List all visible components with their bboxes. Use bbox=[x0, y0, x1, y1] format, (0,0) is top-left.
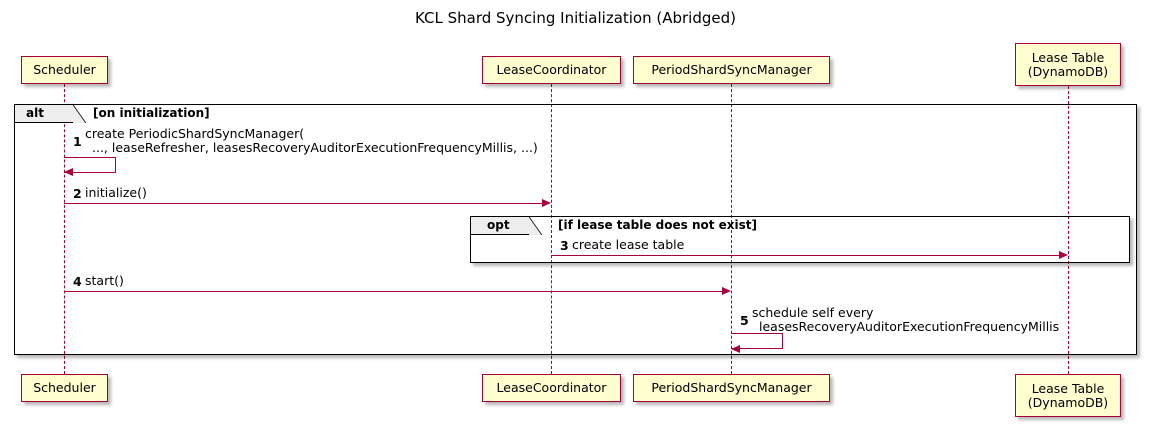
participant-lease-coordinator-top[interactable]: LeaseCoordinator bbox=[482, 56, 621, 84]
participant-period-shard-sync-manager-bottom[interactable]: PeriodShardSyncManager bbox=[633, 374, 830, 402]
participant-scheduler-top[interactable]: Scheduler bbox=[21, 56, 108, 84]
fragment-opt-operator: opt bbox=[487, 218, 510, 232]
message-1-arrowhead bbox=[64, 168, 73, 176]
participant-label: LeaseCoordinator bbox=[496, 380, 607, 395]
message-3-arrowhead bbox=[1059, 250, 1068, 259]
message-3-label: create lease table bbox=[572, 237, 685, 252]
message-1-label-line1: create PeriodicShardSyncManager( bbox=[85, 126, 305, 141]
participant-label: Scheduler bbox=[33, 380, 96, 395]
participant-scheduler-bottom[interactable]: Scheduler bbox=[21, 374, 108, 402]
lifeline-scheduler bbox=[64, 84, 65, 374]
message-2-number: 2 bbox=[73, 186, 82, 201]
message-2-label: initialize() bbox=[85, 185, 147, 200]
message-1-label-line2: ..., leaseRefresher, leasesRecoveryAudit… bbox=[92, 140, 538, 155]
fragment-opt-tab-slant bbox=[529, 217, 542, 235]
fragment-alt-tab-slant bbox=[73, 105, 86, 123]
fragment-alt-operator: alt bbox=[26, 106, 44, 120]
participant-label: PeriodShardSyncManager bbox=[651, 62, 812, 77]
message-4-line bbox=[64, 291, 722, 292]
fragment-alt-tab bbox=[15, 105, 74, 123]
message-5-number: 5 bbox=[740, 313, 749, 328]
message-2-arrowhead bbox=[542, 198, 551, 207]
message-5-label-line2: leasesRecoveryAuditorExecutionFrequencyM… bbox=[759, 319, 1060, 334]
message-1-number: 1 bbox=[73, 134, 82, 149]
lifeline-period-shard-sync-manager bbox=[731, 84, 732, 374]
fragment-alt-guard: [on initialization] bbox=[93, 106, 210, 120]
fragment-opt-guard: [if lease table does not exist] bbox=[558, 218, 758, 232]
message-3-line bbox=[551, 255, 1059, 256]
participant-label-line2: (DynamoDB) bbox=[1027, 394, 1109, 410]
participant-lease-coordinator-bottom[interactable]: LeaseCoordinator bbox=[482, 374, 621, 402]
participant-label-line1: Lease Table bbox=[1031, 380, 1105, 396]
lifeline-lease-table bbox=[1068, 86, 1069, 374]
participant-label: LeaseCoordinator bbox=[496, 62, 607, 77]
fragment-alt bbox=[14, 104, 1137, 355]
participant-lease-table-top[interactable]: Lease Table (DynamoDB) bbox=[1015, 43, 1121, 86]
message-2-line bbox=[64, 203, 542, 204]
message-1-self-loop bbox=[64, 157, 116, 173]
message-3-number: 3 bbox=[560, 238, 569, 253]
message-5-label-line1: schedule self every bbox=[752, 305, 874, 320]
fragment-opt bbox=[470, 216, 1130, 263]
message-4-number: 4 bbox=[73, 274, 82, 289]
page-title: KCL Shard Syncing Initialization (Abridg… bbox=[415, 9, 736, 27]
lifeline-lease-coordinator bbox=[551, 84, 552, 374]
message-4-label: start() bbox=[85, 273, 124, 288]
participant-lease-table-bottom[interactable]: Lease Table (DynamoDB) bbox=[1015, 374, 1121, 417]
participant-label: Scheduler bbox=[33, 62, 96, 77]
message-5-arrowhead bbox=[731, 344, 740, 353]
participant-label-line1: Lease Table bbox=[1031, 49, 1105, 65]
participant-period-shard-sync-manager-top[interactable]: PeriodShardSyncManager bbox=[633, 56, 830, 84]
participant-label-line2: (DynamoDB) bbox=[1027, 63, 1109, 79]
message-5-self-loop bbox=[731, 333, 783, 349]
participant-label: PeriodShardSyncManager bbox=[651, 380, 812, 395]
message-4-arrowhead bbox=[722, 286, 731, 295]
